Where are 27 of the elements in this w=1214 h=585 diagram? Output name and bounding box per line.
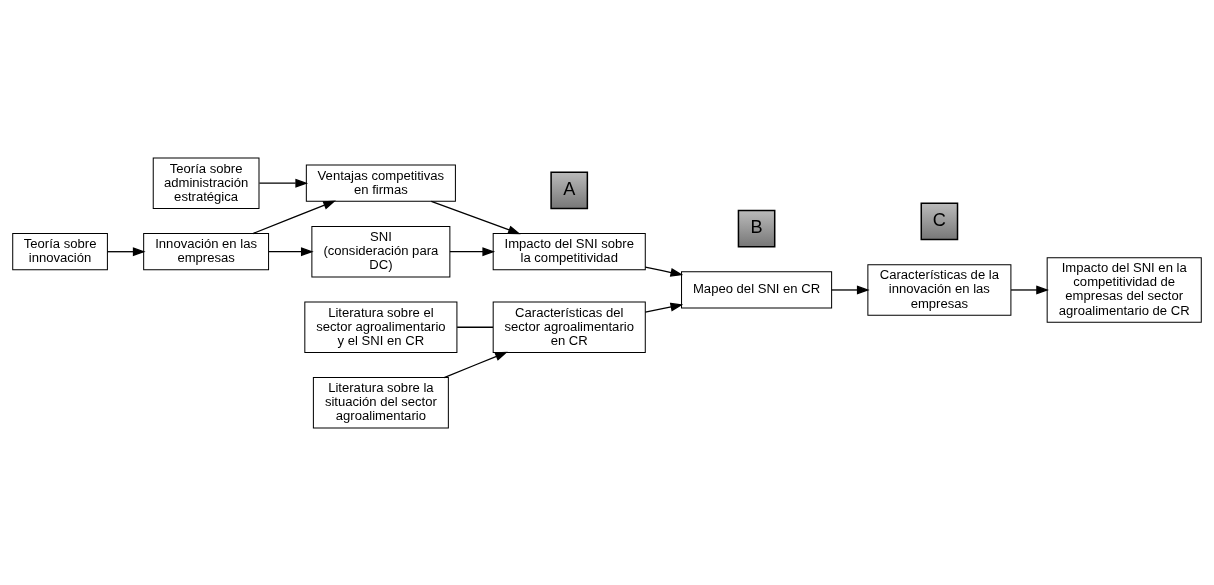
node-box: C xyxy=(920,202,959,240)
node-box: Literatura sobre la situación del sector agroalimentario xyxy=(312,376,449,428)
node-box: B xyxy=(737,209,776,247)
node-box: Literatura sobre el sector agroalimentario y el SNI en CR xyxy=(304,301,458,353)
arrow xyxy=(258,178,309,188)
node-box: Características del sector agroalimentario en CR xyxy=(492,301,646,353)
arrow xyxy=(252,200,336,234)
arrow xyxy=(644,302,684,313)
arrow xyxy=(449,246,496,256)
arrow xyxy=(644,266,684,277)
connector xyxy=(456,326,494,328)
arrow xyxy=(831,285,870,294)
node-box: Impacto del SNI sobre la competitividad xyxy=(492,232,646,270)
node-box: Características de la innovación en las empresas xyxy=(867,263,1012,316)
arrow xyxy=(1010,285,1049,294)
arrow xyxy=(443,351,508,378)
arrow xyxy=(106,246,146,256)
node-box: A xyxy=(550,170,589,209)
arrow xyxy=(430,200,521,234)
node-box: Teoría sobre administración estratégica xyxy=(152,157,260,209)
node-box: Innovación en las empresas xyxy=(143,232,270,270)
node-box: SNI (consideración para DC) xyxy=(311,225,451,277)
node-box: Impacto del SNI en la competitividad de empresas del sector agroalimentario de CR xyxy=(1046,256,1202,323)
node-box: Ventajas competitivas en firmas xyxy=(305,164,456,202)
arrow xyxy=(268,246,314,256)
node-box: Mapeo del SNI en CR xyxy=(681,270,833,309)
node-box: Teoría sobre innovación xyxy=(12,232,108,270)
